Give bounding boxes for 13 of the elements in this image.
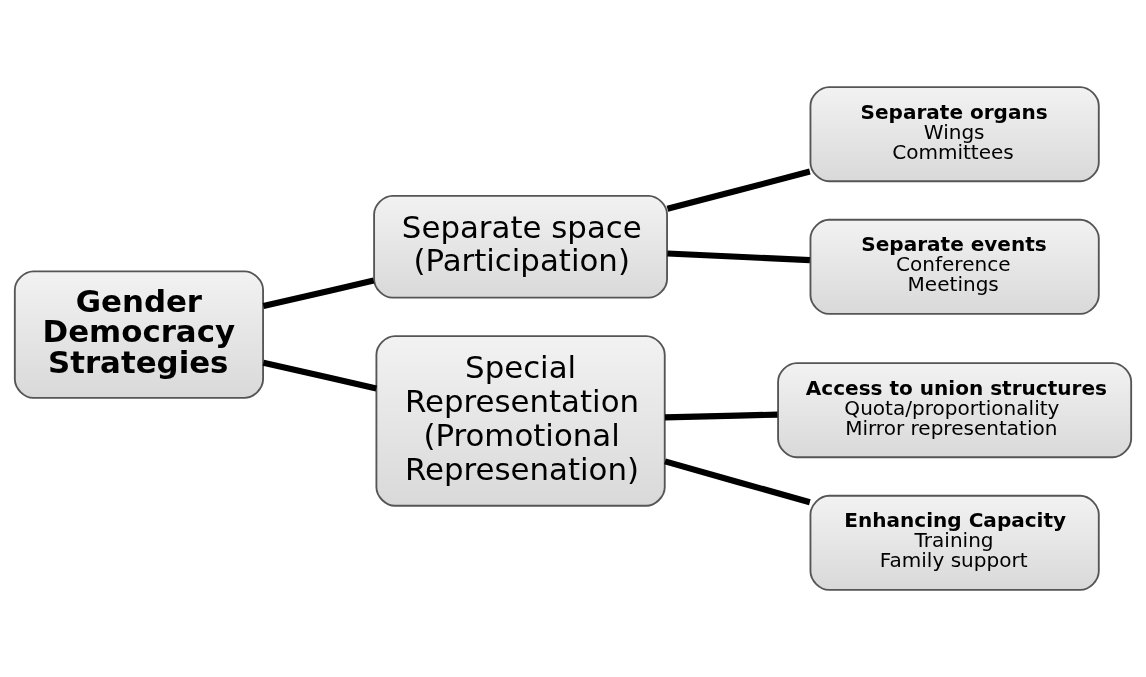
node-box: Enhancing Capacity Training Family support (809, 494, 1100, 591)
node-box: Separate space (Participation) (373, 194, 668, 299)
node-box: Gender Democracy Strategies (13, 270, 264, 399)
connector (667, 250, 810, 264)
connector (664, 411, 778, 421)
connector (664, 458, 811, 506)
node-box: Separate events Conference Meetings (809, 218, 1100, 315)
node-box: Access to union structures Quota/proportionality Mirror representation (777, 362, 1133, 459)
connector (262, 277, 375, 310)
node-box: Separate organs Wings Committees (809, 86, 1100, 183)
connector (262, 359, 378, 392)
node-box: Special Representation (Promotional Represenation) (375, 335, 666, 507)
connector (666, 168, 811, 212)
